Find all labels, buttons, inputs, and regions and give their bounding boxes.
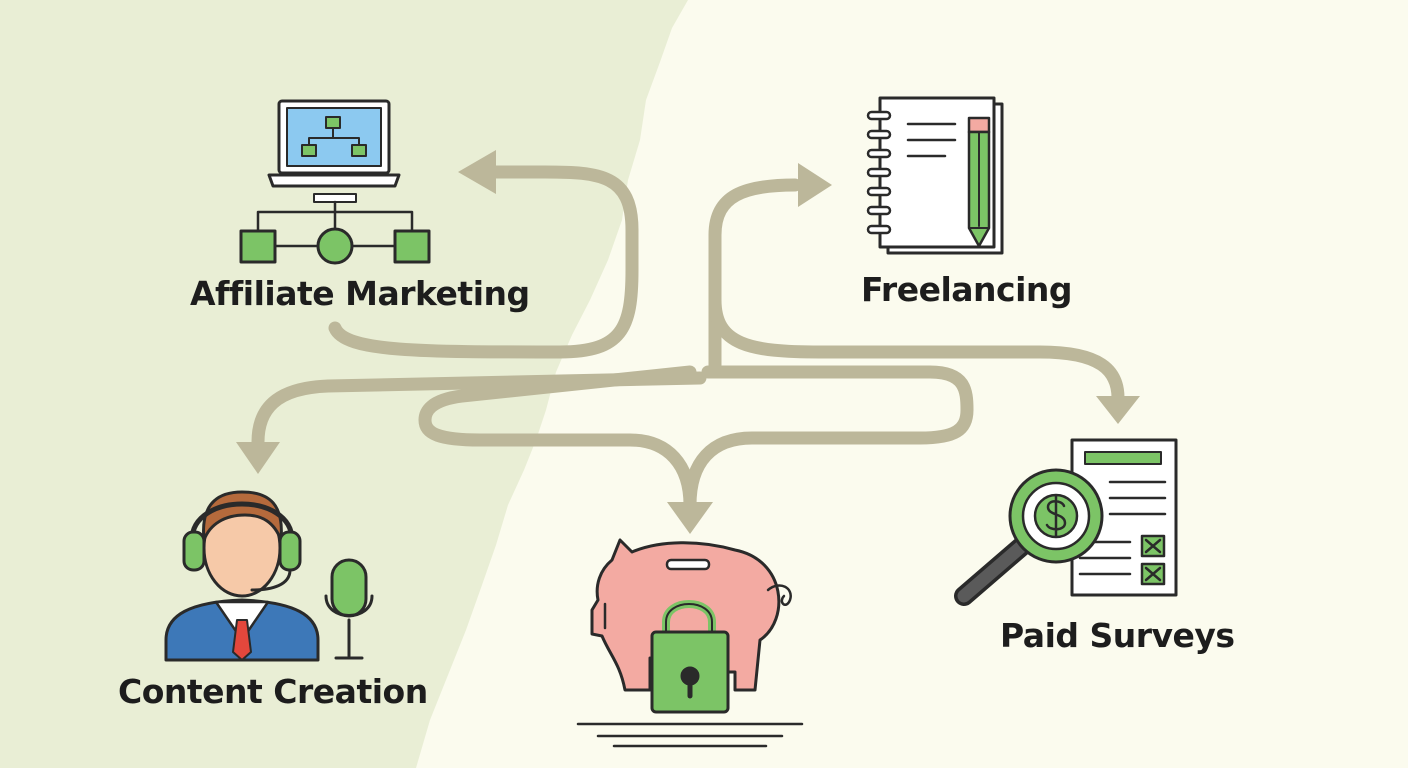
arrowhead-content: [236, 442, 280, 474]
arrowhead-affiliate: [458, 150, 496, 194]
arrow-to-surveys: [708, 293, 1125, 405]
arrowhead-freelancing: [798, 163, 832, 207]
laptop-network-icon: [239, 99, 431, 265]
magnifier-dollar-checklist-icon: [954, 438, 1178, 606]
arrow-to-content: [251, 371, 707, 449]
label-content-creation: Content Creation: [118, 672, 428, 711]
connector-arrows: [251, 165, 1125, 512]
headset-person-microphone-icon: [164, 490, 374, 662]
label-paid-surveys: Paid Surveys: [1000, 616, 1235, 655]
arrowhead-surveys: [1096, 396, 1140, 424]
label-freelancing: Freelancing: [861, 270, 1073, 309]
piggy-bank-lock-icon: [576, 538, 804, 748]
arrowhead-savings: [667, 502, 713, 534]
arrow-freelance-loop: [708, 178, 802, 372]
arrow-affiliate-loop: [328, 165, 639, 359]
label-affiliate-marketing: Affiliate Marketing: [190, 274, 530, 313]
arrowheads: [236, 150, 1140, 534]
arrow-center-loop-2: [418, 365, 697, 512]
arrow-center-loop: [683, 365, 974, 512]
notebook-pencil-icon: [866, 96, 1004, 255]
